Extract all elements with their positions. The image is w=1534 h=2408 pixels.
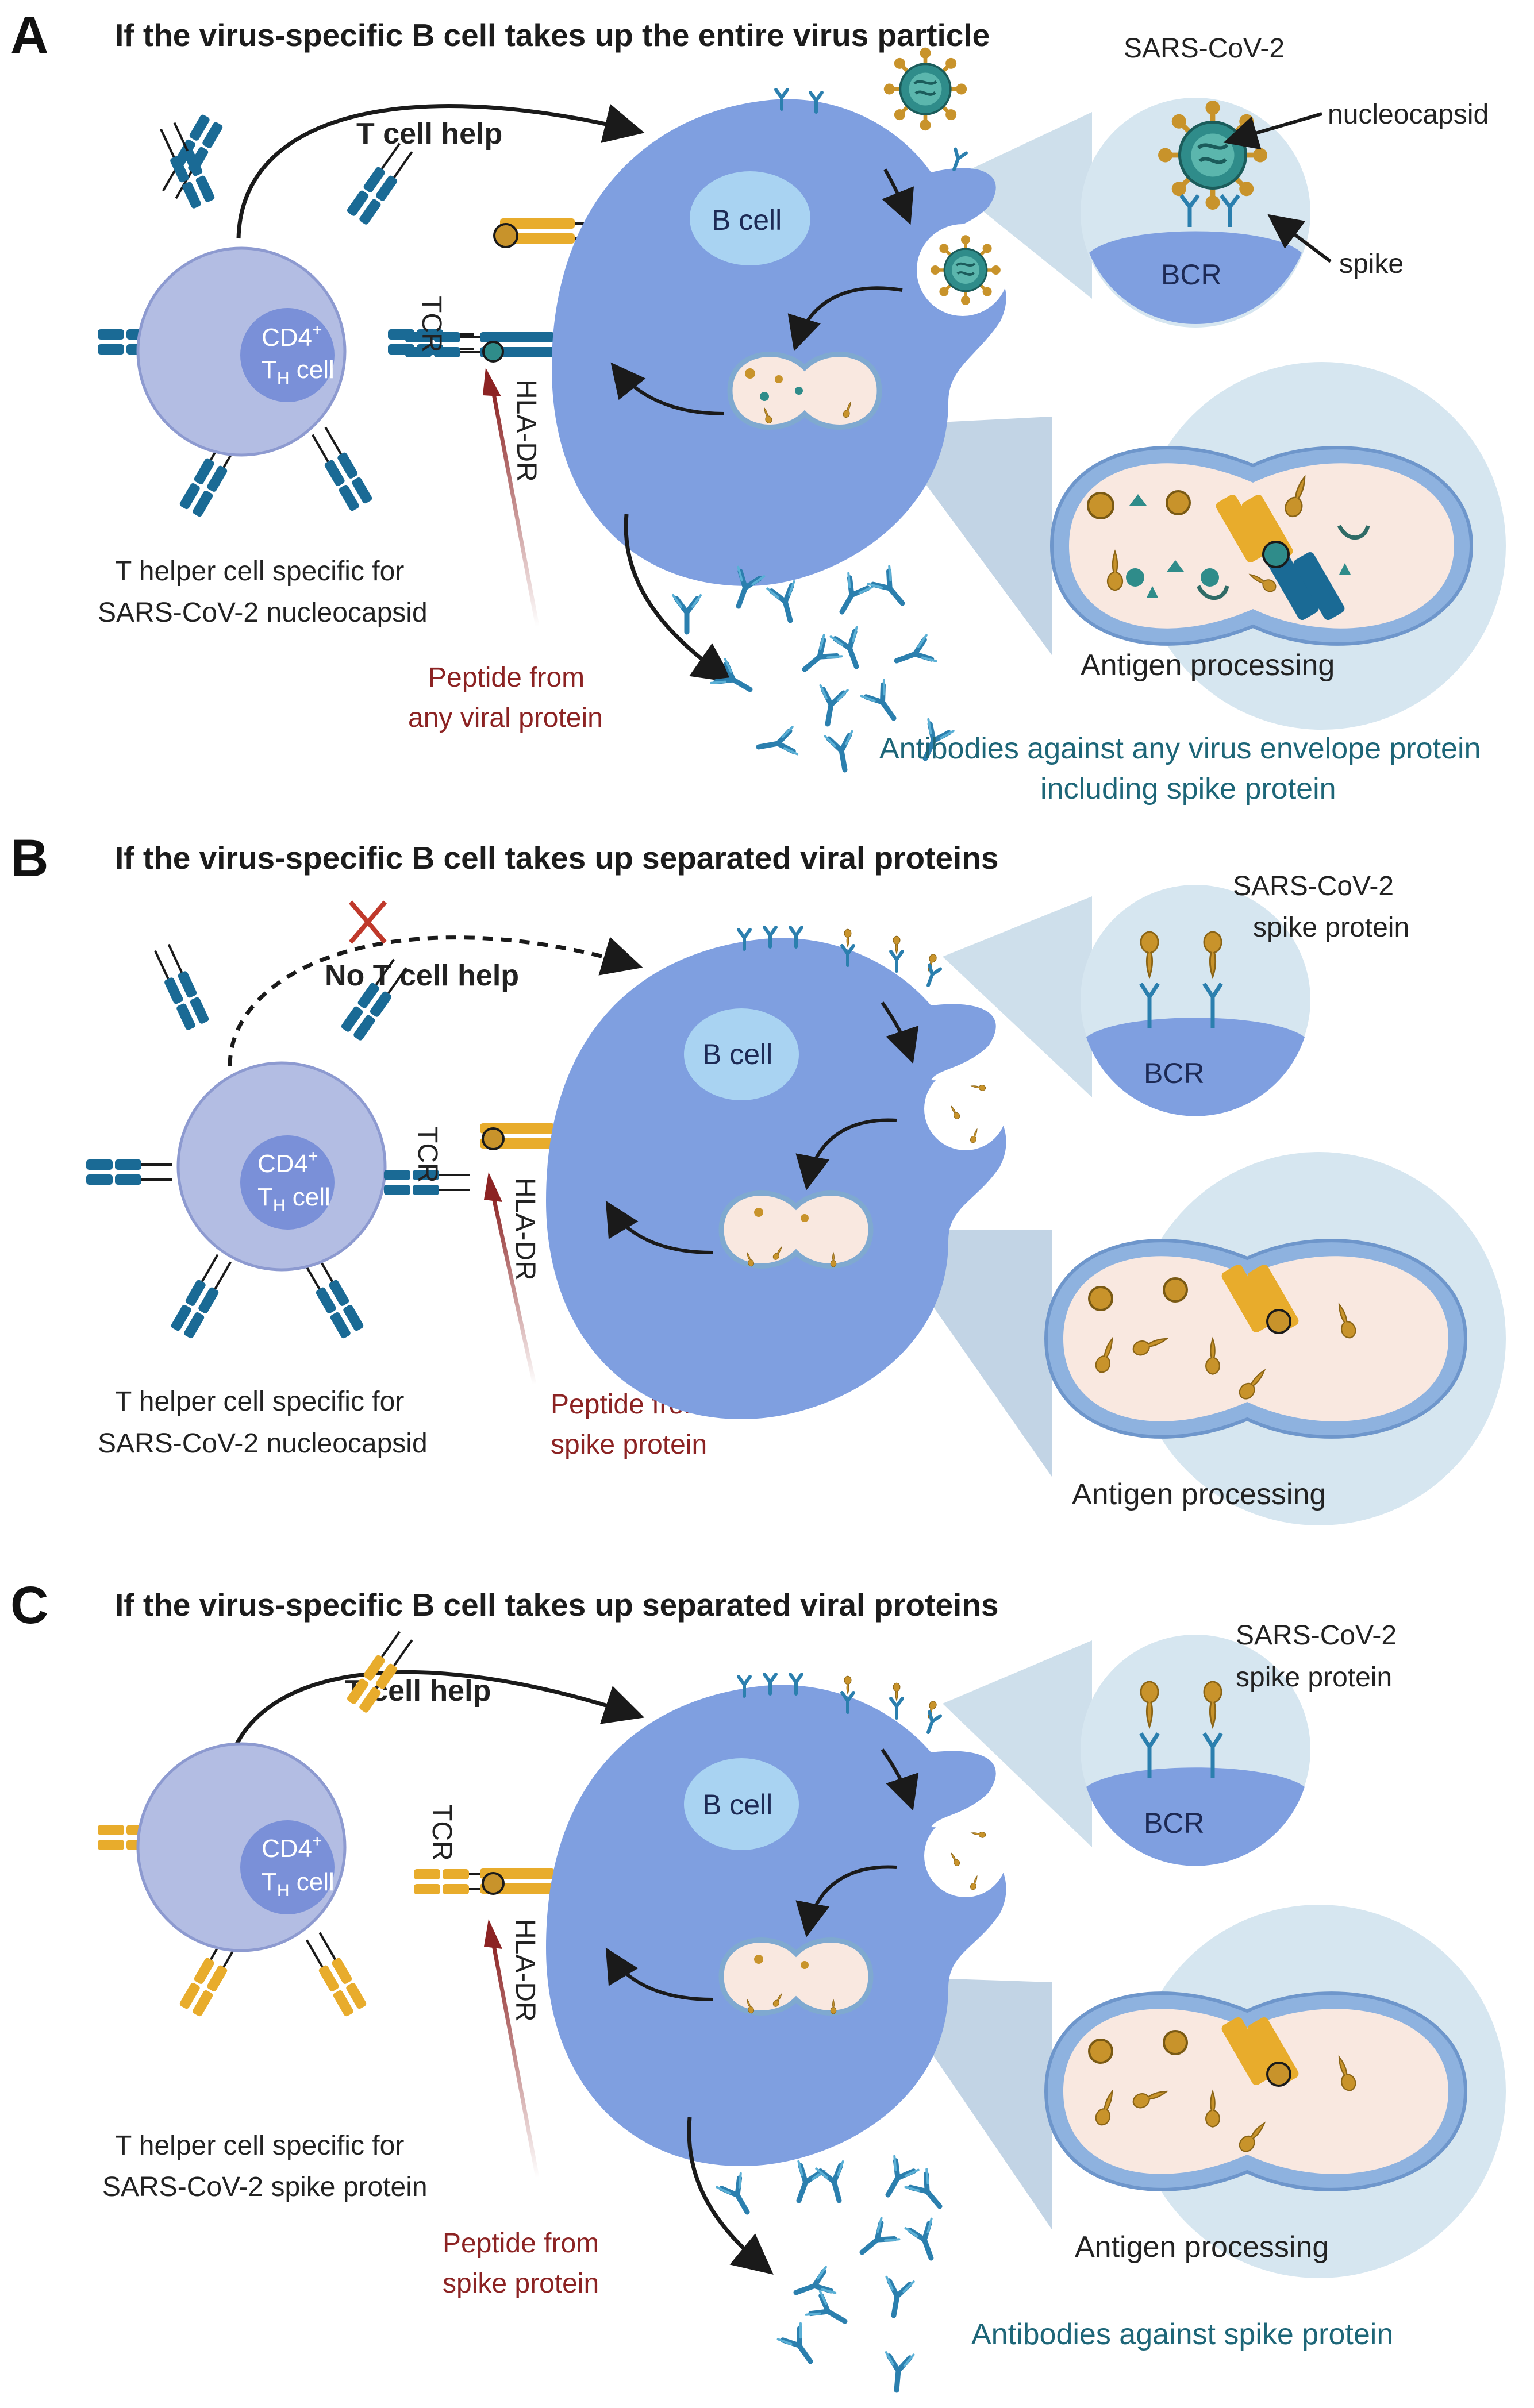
peptide-label-b-2: spike protein	[551, 1430, 707, 1460]
hla-dr-gold-b	[480, 1123, 598, 1150]
zoom-endosome	[1049, 362, 1506, 730]
zoom-bcr-label: BCR	[1161, 259, 1222, 291]
b-cell-body-c	[546, 1685, 1006, 2166]
panel-b: B If the virus-specific B cell takes up …	[10, 829, 1506, 1525]
panel-letter-a: A	[10, 6, 48, 64]
peptide-label-1: Peptide from	[428, 662, 585, 693]
b-cell-nucleus	[690, 171, 810, 265]
zoom-title-c-2: spike protein	[1236, 1662, 1392, 1693]
tcr-label-b: TCR	[412, 1126, 443, 1183]
spike-label: spike	[1339, 249, 1404, 279]
panel-letter-b: B	[10, 829, 48, 888]
antibodies-label-2: including spike protein	[1040, 772, 1336, 806]
t-helper-cell: CD4+ TH cell	[97, 112, 475, 519]
zoom-spike-b: BCR	[1081, 885, 1310, 1116]
panel-letter-c: C	[10, 1576, 48, 1635]
antibody-cluster-c	[717, 2156, 950, 2392]
virus-particle-internal	[931, 235, 1001, 305]
th-cell-label-b: TH cell	[257, 1183, 330, 1215]
peptide-label-c-2: spike protein	[443, 2268, 599, 2299]
panel-a: A If the virus-specific B cell takes up …	[10, 6, 1506, 806]
cd4-label: CD4+	[262, 321, 322, 352]
panel-a-title: If the virus-specific B cell takes up th…	[115, 17, 990, 53]
peptide-label-2: any viral protein	[408, 703, 603, 733]
panel-b-title: If the virus-specific B cell takes up se…	[115, 840, 999, 876]
b-cell-label-c: B cell	[702, 1789, 772, 1821]
cd4-label-b: CD4+	[257, 1147, 318, 1178]
cd4-label-c: CD4+	[262, 1832, 322, 1863]
tcr-label: TCR	[416, 296, 447, 353]
t-cell-nucleus	[240, 308, 335, 402]
antibodies-label-1: Antibodies against any virus envelope pr…	[879, 732, 1481, 765]
no-help-dashed-arrow	[228, 935, 643, 1066]
zoom-bcr-label-c: BCR	[1144, 1807, 1205, 1839]
no-t-cell-help-label: No T cell help	[325, 959, 519, 992]
peptide-arrow	[491, 390, 540, 627]
zoom-virus: BCR	[1081, 98, 1310, 328]
b-cell-body	[552, 99, 1006, 587]
antibody-release-arrow	[624, 514, 734, 683]
zoom-title-b-2: spike protein	[1253, 912, 1409, 943]
t-cell-help-arrow	[236, 103, 645, 239]
panel-c: C If the virus-specific B cell takes up …	[10, 1576, 1506, 2391]
zoom-title-b-1: SARS-CoV-2	[1233, 871, 1394, 901]
t-helper-cell-b: CD4+ TH cell	[85, 941, 412, 1340]
th-desc-c-2: SARS-CoV-2 spike protein	[102, 2172, 428, 2202]
t-helper-cell-c: CD4+ TH cell	[97, 1627, 418, 2018]
th-desc-b-1: T helper cell specific for	[115, 1386, 404, 1417]
antigen-processing-label: Antigen processing	[1081, 649, 1335, 682]
antigen-processing-label-b: Antigen processing	[1072, 1478, 1326, 1511]
t-cell-help-label: T cell help	[356, 117, 502, 151]
endosome	[727, 352, 882, 430]
panel-c-title: If the virus-specific B cell takes up se…	[115, 1587, 999, 1623]
zoom-cone-virus	[945, 112, 1092, 299]
b-cell-body-b	[546, 938, 1006, 1419]
zoom-virus-title: SARS-CoV-2	[1124, 33, 1285, 64]
hla-dr-label-c: HLA-DR	[510, 1919, 540, 2022]
hla-dr-label-b: HLA-DR	[510, 1178, 540, 1281]
th-desc-c-1: T helper cell specific for	[115, 2130, 404, 2161]
antibodies-label-c: Antibodies against spike protein	[971, 2318, 1393, 2351]
zoom-endosome-c	[1044, 1905, 1506, 2278]
peptide-label-c-1: Peptide from	[443, 2228, 599, 2259]
hla-dr-label: HLA-DR	[511, 379, 541, 482]
th-desc-1: T helper cell specific for	[115, 556, 404, 587]
zoom-bcr-label-b: BCR	[1144, 1057, 1205, 1089]
th-cell-label: TH cell	[262, 356, 335, 388]
b-cell-label: B cell	[712, 204, 782, 236]
zoom-spike-c: BCR	[1081, 1635, 1310, 1866]
antigen-processing-label-c: Antigen processing	[1075, 2230, 1329, 2264]
no-help-cross-icon	[348, 900, 387, 944]
th-desc-b-2: SARS-CoV-2 nucleocapsid	[98, 1428, 428, 1459]
th-desc-2: SARS-CoV-2 nucleocapsid	[98, 598, 428, 628]
zoom-endosome-b	[1044, 1152, 1506, 1525]
virus-particle-surface	[884, 48, 967, 130]
b-cell-label-b: B cell	[702, 1038, 772, 1070]
gold-hla-top	[493, 218, 598, 248]
th-cell-label-c: TH cell	[262, 1868, 335, 1900]
nucleocapsid-label: nucleocapsid	[1328, 99, 1489, 130]
zoom-title-c-1: SARS-CoV-2	[1236, 1620, 1397, 1651]
tcr-label-c: TCR	[426, 1804, 457, 1861]
